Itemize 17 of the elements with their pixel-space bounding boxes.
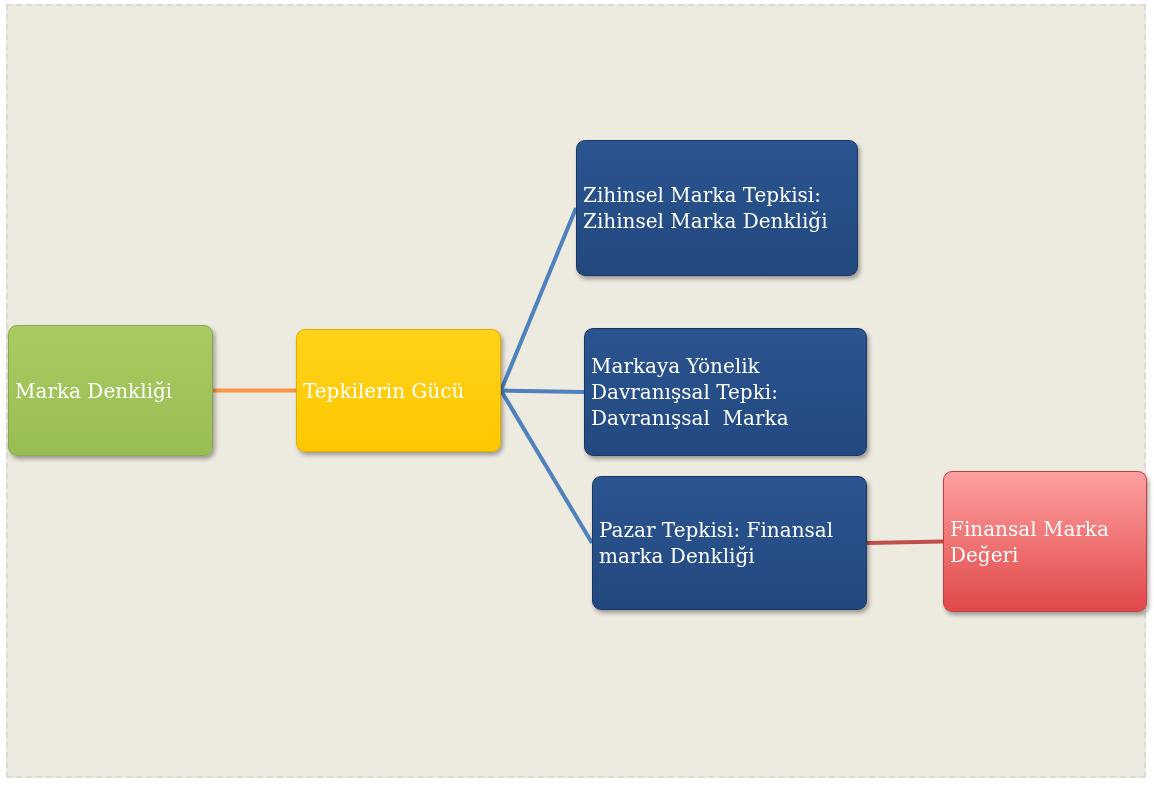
- box-label: Tepkilerin Gücü: [303, 377, 465, 404]
- connector-line: [213, 388, 296, 393]
- connector-line: [500, 388, 585, 394]
- process-box: [576, 140, 858, 276]
- box-label: Pazar Tepkisi: Finansal marka Denkliği: [599, 517, 835, 569]
- connector-line: [866, 539, 944, 545]
- concept-box: [296, 329, 501, 452]
- box-label: Zihinsel Marka Tepkisi: Zihinsel Marka Denkliği: [583, 182, 829, 234]
- box-label: Marka Denkliği: [15, 377, 173, 404]
- connector-line: [499, 389, 594, 545]
- process-box: [584, 328, 867, 456]
- result-box: [943, 471, 1147, 612]
- box-label: Finansal Marka Değeri: [950, 515, 1110, 568]
- connector-line: [499, 207, 578, 392]
- box-label: Markaya Yönelik Davranışsal Tepki: Davranışsal Marka: [591, 353, 790, 431]
- process-box: [592, 476, 867, 610]
- concept-box: [8, 325, 213, 456]
